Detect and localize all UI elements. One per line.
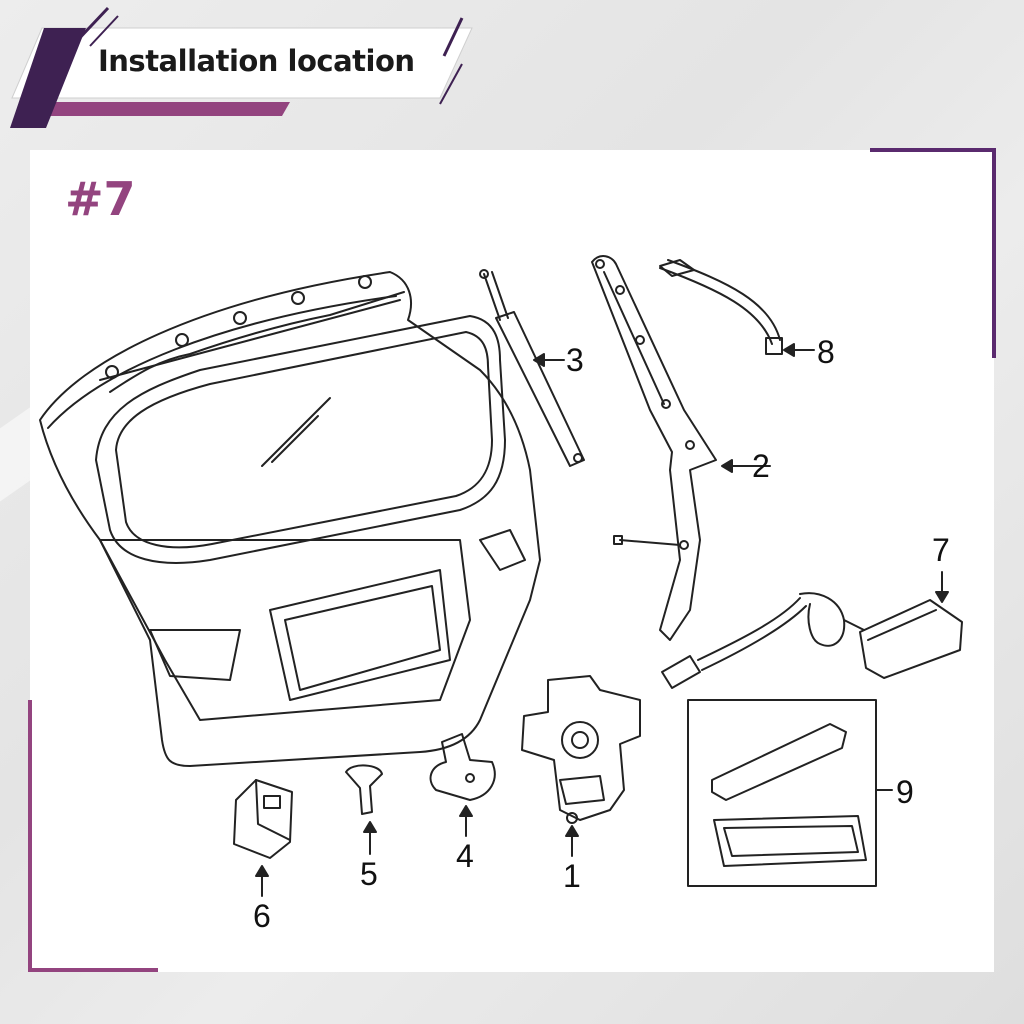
tailgate-assembly	[39, 271, 541, 767]
callout-4: 4	[456, 838, 474, 874]
part-3-gas-strut	[479, 269, 585, 467]
callout-2: 2	[752, 448, 770, 484]
part-4-striker	[429, 733, 496, 801]
callout-6: 6	[253, 898, 271, 934]
part-8-cable	[659, 259, 783, 355]
part-1-latch	[521, 675, 641, 824]
callout-arrows	[255, 343, 949, 897]
banner-title: Installation location	[98, 44, 415, 78]
title-banner	[10, 6, 473, 128]
corner-accent-bottom-left-vertical	[28, 700, 32, 972]
part-6-switch	[233, 779, 293, 859]
part-5-bolt	[345, 764, 383, 815]
model-tag: #7	[65, 172, 136, 226]
callout-7: 7	[932, 532, 950, 568]
callout-5: 5	[360, 856, 378, 892]
diagram-panel	[30, 150, 994, 972]
callout-9: 9	[896, 774, 914, 810]
callout-8: 8	[817, 334, 835, 370]
callout-3: 3	[566, 342, 584, 378]
corner-accent-top-right	[870, 148, 996, 152]
part-2-hinge-bracket	[591, 255, 717, 641]
corner-accent-top-right-vertical	[992, 148, 996, 358]
callout-1: 1	[563, 858, 581, 894]
part-7-harness-handle	[661, 592, 963, 689]
corner-accent-bottom-left	[28, 968, 158, 972]
part-9-sealing-box	[687, 699, 877, 887]
